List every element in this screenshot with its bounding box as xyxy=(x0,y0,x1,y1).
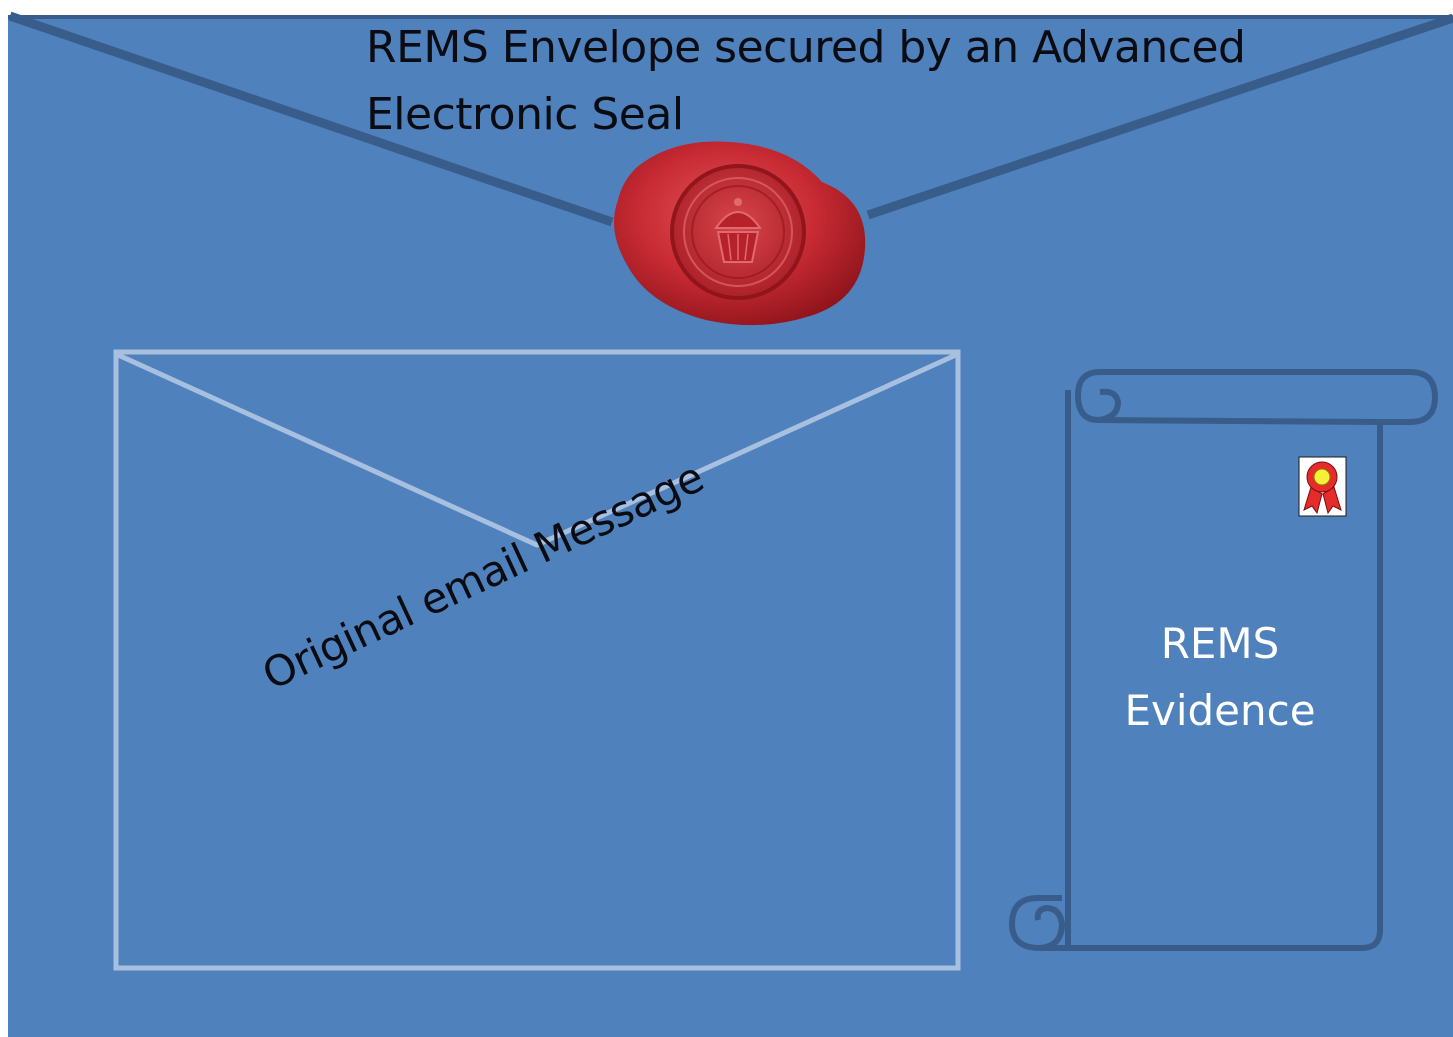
envelope-flap-right xyxy=(866,13,1453,220)
wax-seal-icon xyxy=(614,141,866,326)
evidence-label-line-1: REMS xyxy=(1160,619,1280,668)
envelope-title-line-2: Electronic Seal xyxy=(366,89,684,140)
envelope-title-line-1: REMS Envelope secured by an Advanced xyxy=(366,22,1246,73)
rems-evidence-label: REMS Evidence xyxy=(1085,610,1355,744)
evidence-scroll xyxy=(1008,369,1439,951)
evidence-label-line-2: Evidence xyxy=(1124,686,1316,735)
envelope-title: REMS Envelope secured by an Advanced Ele… xyxy=(366,14,1326,148)
award-ribbon-icon xyxy=(1298,456,1347,517)
inner-email-envelope xyxy=(113,349,961,971)
envelope-flap-left xyxy=(8,11,614,227)
